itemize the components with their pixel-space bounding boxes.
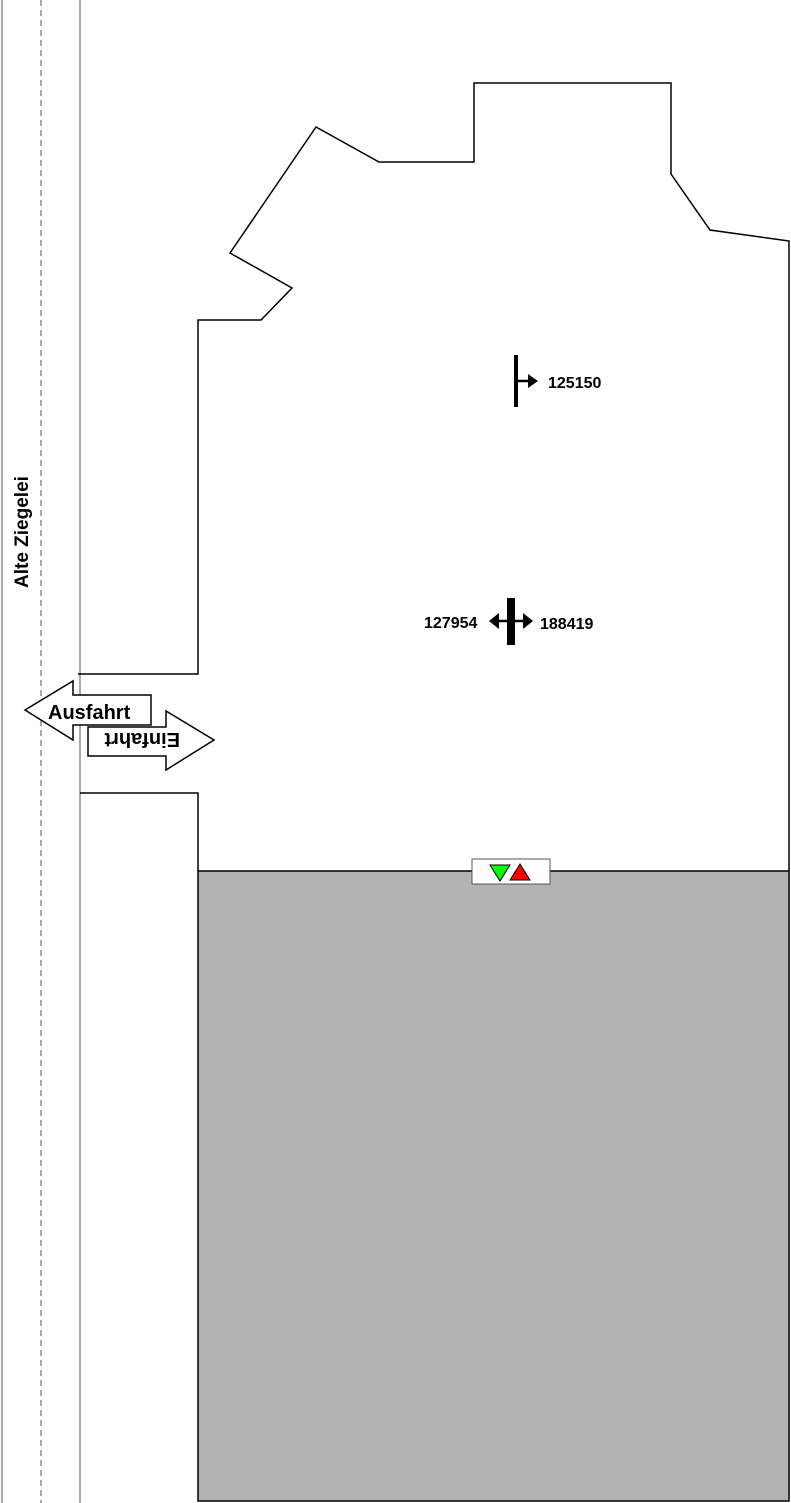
marker-right-id: 188419 [540, 616, 593, 633]
street-name: Alte Ziegelei [12, 476, 33, 588]
marker-bidirectional: 127954 188419 [424, 598, 593, 645]
marker-bar [514, 355, 518, 407]
signal-box [471, 858, 551, 885]
entry-label: Einfahrt [104, 728, 180, 750]
marker-left-id: 127954 [424, 615, 477, 632]
arrow-right-icon [523, 613, 533, 629]
exit-arrow: Ausfahrt [23, 679, 152, 742]
entry-arrow: Einfahrt [87, 709, 216, 772]
down-triangle-icon [489, 864, 511, 882]
arrow-right-icon [528, 374, 538, 388]
arrow-left-icon [489, 613, 499, 629]
up-triangle-icon [509, 863, 531, 881]
building-outline [78, 82, 790, 871]
exit-label: Ausfahrt [48, 702, 131, 724]
marker-125150: 125150 [514, 355, 601, 407]
gray-area [197, 870, 790, 1502]
marker-id: 125150 [548, 375, 601, 392]
lower-outline [80, 792, 199, 871]
